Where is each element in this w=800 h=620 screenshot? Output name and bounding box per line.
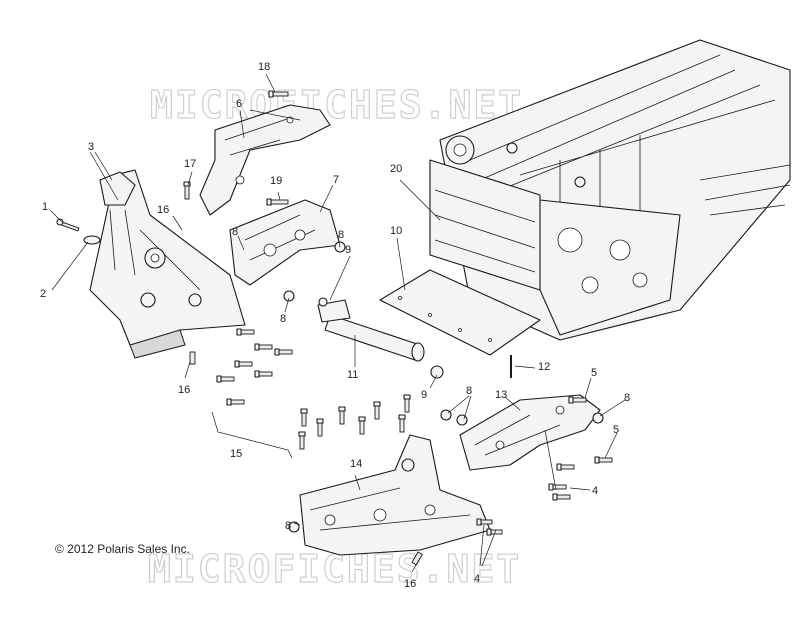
callout-8-d: 8	[466, 385, 472, 397]
callout-11: 11	[347, 369, 358, 381]
callout-20: 20	[390, 163, 402, 175]
callout-8-f: 8	[285, 520, 291, 532]
upper-mount-bracket	[199, 104, 331, 216]
leader-lines	[49, 73, 626, 573]
front-bulkhead-left	[89, 169, 246, 359]
callout-10: 10	[390, 225, 402, 237]
callout-8-a: 8	[232, 226, 238, 238]
callout-8-c: 8	[280, 313, 286, 325]
cross-tube	[317, 299, 425, 362]
bracket-line-15	[211, 411, 293, 459]
callout-16-left: 16	[178, 384, 190, 396]
callout-17: 17	[184, 158, 196, 170]
lower-rail-mount	[299, 434, 491, 556]
callout-9-b: 9	[421, 389, 427, 401]
callout-16-upper: 16	[157, 204, 169, 216]
callout-15: 15	[230, 448, 242, 460]
tunnel-assembly	[429, 39, 791, 341]
rear-arm-bracket	[459, 394, 601, 471]
callout-14: 14	[350, 458, 362, 470]
callout-8-b: 8	[338, 229, 344, 241]
callout-13: 13	[495, 389, 507, 401]
skid-plate	[379, 269, 541, 356]
callout-8-e: 8	[624, 392, 630, 404]
callout-19: 19	[270, 175, 282, 187]
callout-2: 2	[40, 288, 46, 300]
callout-12: 12	[538, 361, 550, 373]
watermark-top: MICROFICHES.NET	[150, 83, 523, 127]
bolt-group-left	[183, 90, 293, 406]
washer-part-2	[83, 235, 101, 245]
bolt-group-center	[298, 394, 411, 450]
bolt-group-right	[476, 396, 613, 536]
callout-6: 6	[236, 98, 242, 110]
callout-4-a: 4	[592, 485, 598, 497]
callout-labels: 1 2 3 16 16 16 17 18 6 19 7 8 8 8 8 8 8 …	[40, 61, 630, 590]
mount-bracket-center	[229, 199, 341, 286]
bolt-part-16-left	[189, 351, 196, 365]
callout-9-a: 9	[345, 244, 351, 256]
callout-1: 1	[42, 201, 48, 213]
watermark-bottom: MICROFICHES.NET	[148, 547, 521, 591]
callout-16-bottom: 16	[404, 578, 416, 590]
copyright-text: © 2012 Polaris Sales Inc.	[55, 542, 190, 556]
callout-3: 3	[88, 141, 94, 153]
callout-7: 7	[333, 174, 339, 186]
callout-5-a: 5	[591, 367, 597, 379]
callout-5-b: 5	[613, 424, 619, 436]
callout-18: 18	[258, 61, 270, 73]
callout-4-b: 4	[474, 573, 480, 585]
bolt-part-1	[56, 218, 80, 232]
